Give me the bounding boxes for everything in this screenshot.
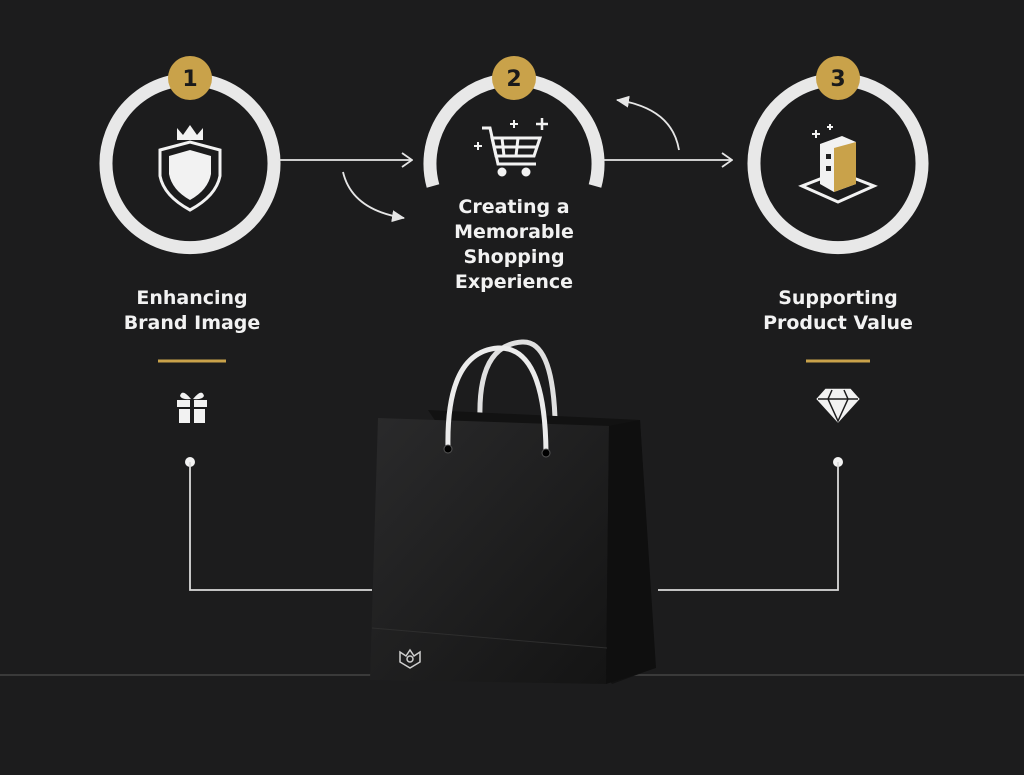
curved-arrow-down: [342, 171, 405, 223]
step-3-title-line: Product Value: [763, 312, 913, 334]
step-2-title-line: Creating a: [458, 196, 570, 218]
connector-line-left: [189, 462, 372, 591]
product-box-icon: [798, 124, 878, 204]
curved-arrow-back: [616, 95, 680, 151]
crown-shield-icon: [158, 125, 222, 212]
diamond-icon: [816, 388, 860, 423]
connector-line-right: [658, 462, 839, 591]
step-2-title-line: Shopping: [463, 246, 565, 268]
step-1-badge: [168, 56, 212, 100]
step-1-title-line: Brand Image: [123, 312, 261, 334]
step-2-number: 2: [506, 67, 521, 92]
step-2-title-line: Memorable: [454, 221, 574, 243]
step-2-title-line: Experience: [454, 271, 574, 293]
bag-logo-icon: [399, 648, 421, 669]
step-3-number: 3: [830, 67, 845, 92]
step-1-ring: 1: [99, 56, 281, 255]
step-3-badge: [816, 56, 860, 100]
step-2-ring: 2: [423, 56, 605, 188]
step-1-title: Enhancing Brand Image: [82, 286, 302, 336]
shopping-bag-image: [370, 339, 656, 684]
step-2-badge: [492, 56, 536, 100]
step-3-ring: 3: [747, 56, 929, 255]
step-1-number: 1: [182, 67, 197, 92]
gift-icon: [177, 392, 207, 423]
step-2-title: Creating a Memorable Shopping Experience: [404, 195, 624, 295]
step-3-title-line: Supporting: [778, 287, 898, 309]
step-1-title-line: Enhancing: [136, 287, 248, 309]
step-3-title: Supporting Product Value: [728, 286, 948, 336]
shopping-cart-sparkle-icon: [474, 118, 548, 177]
